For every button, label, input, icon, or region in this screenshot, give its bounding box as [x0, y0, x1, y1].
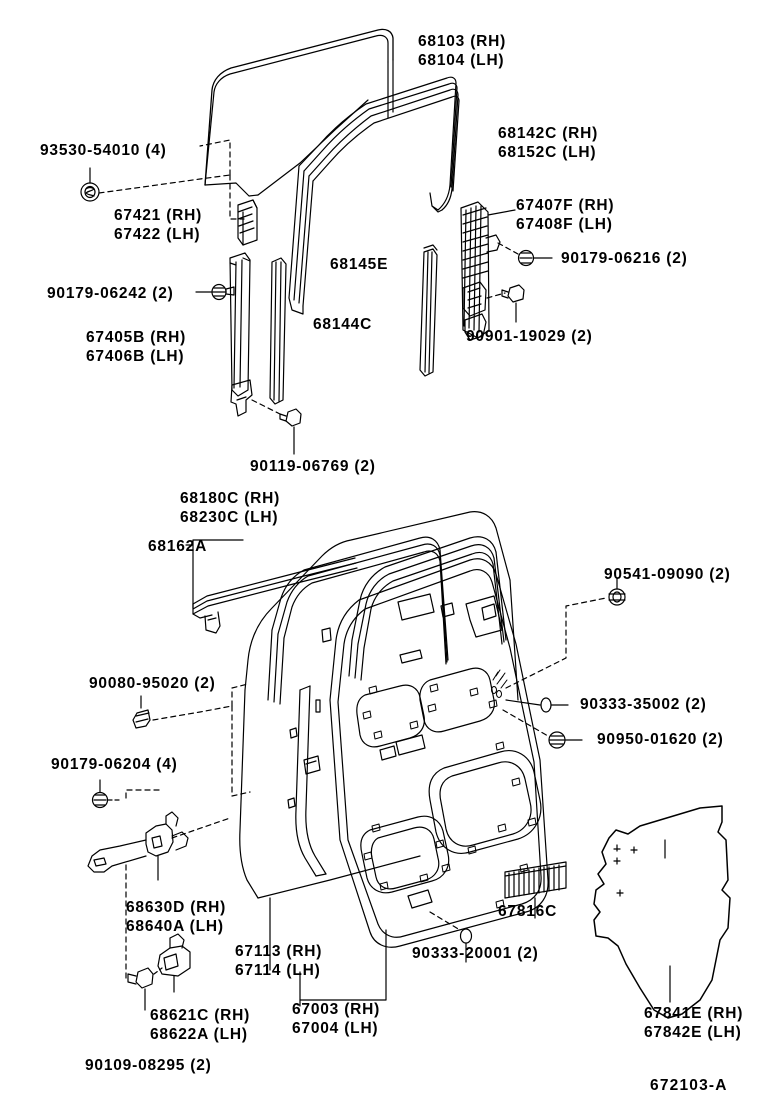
label-68640A: 68640A (LH)	[126, 918, 224, 935]
screw-90119-06769-glyph	[279, 408, 302, 455]
label-67408F: 67408F (LH)	[516, 216, 613, 233]
label-door-glass: 68103 (RH) 68104 (LH)	[418, 32, 506, 70]
label-90179-06242: 90179-06242 (2)	[47, 285, 174, 302]
door-jamb-edge	[287, 627, 332, 877]
clip-93530-glyph	[80, 167, 100, 202]
door-inner-panel	[329, 558, 549, 948]
label-division-bar: 67405B (RH) 67406B (LH)	[86, 328, 186, 366]
door-shell-outer	[239, 511, 519, 899]
belt-moulding-shape	[192, 557, 358, 634]
leader-door-check	[171, 817, 231, 839]
door-window-frame-outer	[267, 536, 449, 705]
leader-90080	[152, 705, 233, 721]
hinge-bolt-marks	[491, 669, 508, 698]
label-68162A: 68162A	[148, 538, 208, 555]
plug-90333-35002-glyph	[540, 697, 569, 713]
leader-90333-35002	[505, 699, 541, 706]
label-glass-run-weatherstrip: 68142C (RH) 68152C (LH)	[498, 124, 598, 162]
label-68630D: 68630D (RH)	[126, 899, 227, 916]
label-belt-moulding: 68180C (RH) 68230C (LH)	[180, 489, 280, 527]
glass-run-68144C-shape	[269, 257, 287, 405]
label-68230C: 68230C (LH)	[180, 509, 279, 526]
label-90080-95020: 90080-95020 (2)	[89, 675, 216, 692]
grommet-90950-01620-glyph	[548, 731, 583, 749]
label-67841E: 67841E (RH)	[644, 1005, 744, 1022]
screw-90179-06216-glyph	[517, 249, 553, 267]
leader-90333-20001	[429, 911, 461, 931]
leader-90179-06216	[497, 242, 519, 255]
door-inner-clips	[362, 683, 537, 909]
label-67114: 67114 (LH)	[235, 962, 321, 979]
plug-90080-95020-glyph	[132, 695, 151, 729]
label-68142C: 68142C (RH)	[498, 125, 599, 142]
glass-run-weatherstrip-shape	[288, 76, 460, 315]
weatherstrip-68145E-shape	[419, 244, 438, 377]
label-90179-06216: 90179-06216 (2)	[561, 250, 688, 267]
label-67842E: 67842E (LH)	[644, 1024, 742, 1041]
label-67003: 67003 (RH)	[292, 1001, 381, 1018]
label-68144C: 68144C	[313, 316, 373, 333]
screw-90179-06204-glyph	[91, 779, 161, 809]
label-door-check: 68630D (RH) 68640A (LH)	[126, 898, 226, 936]
bolt-90109-08295-glyph	[127, 967, 163, 1011]
service-hole-cover-shape	[593, 805, 731, 1019]
door-check-shape	[87, 811, 189, 881]
label-90950-01620: 90950-01620 (2)	[597, 731, 724, 748]
label-68152C: 68152C (LH)	[498, 144, 597, 161]
lower-hinge-shape	[157, 933, 191, 993]
label-67816C: 67816C	[498, 903, 558, 920]
label-90541-09090: 90541-09090 (2)	[604, 566, 731, 583]
window-regulator-shape	[460, 201, 516, 341]
label-67406B: 67406B (LH)	[86, 348, 185, 365]
leader-90119-06769	[251, 399, 281, 415]
division-bar-shape	[229, 252, 253, 417]
label-67421: 67421 (RH)	[114, 207, 203, 224]
label-68622A: 68622A (LH)	[150, 1026, 248, 1043]
screw-90179-06242-glyph	[195, 283, 235, 301]
label-90119-06769: 90119-06769 (2)	[250, 458, 376, 475]
label-door-sub-assy: 67003 (RH) 67004 (LH)	[292, 1000, 380, 1038]
label-93530-54010: 93530-54010 (4)	[40, 142, 167, 159]
leader-93530	[98, 174, 231, 194]
label-68103: 68103 (RH)	[418, 33, 507, 50]
bolt-90901-19029-glyph	[501, 284, 525, 323]
label-67113: 67113 (RH)	[235, 943, 323, 960]
label-lower-hinge: 68621C (RH) 68622A (LH)	[150, 1006, 250, 1044]
label-glass-stopper: 67421 (RH) 67422 (LH)	[114, 206, 202, 244]
label-68180C: 68180C (RH)	[180, 490, 281, 507]
label-90333-35002: 90333-35002 (2)	[580, 696, 707, 713]
label-90109-08295: 90109-08295 (2)	[85, 1057, 212, 1074]
label-service-hole-cover: 67841E (RH) 67842E (LH)	[644, 1004, 743, 1042]
door-inner-window-frame	[348, 536, 507, 681]
label-window-regulator: 67407F (RH) 67408F (LH)	[516, 196, 614, 234]
leader-90541	[505, 597, 607, 689]
label-67405B: 67405B (RH)	[86, 329, 187, 346]
label-90901-19029: 90901-19029 (2)	[466, 328, 593, 345]
leader-90901-19029	[486, 292, 506, 299]
door-glass-shape	[204, 28, 394, 197]
label-67407F: 67407F (RH)	[516, 197, 615, 214]
label-67422: 67422 (LH)	[114, 226, 201, 243]
glass-stopper-shape	[237, 199, 258, 246]
label-68621C: 68621C (RH)	[150, 1007, 251, 1024]
label-90179-06204: 90179-06204 (4)	[51, 756, 178, 773]
label-68145E: 68145E	[330, 256, 389, 273]
leader-90950	[502, 709, 549, 737]
label-67004: 67004 (LH)	[292, 1020, 379, 1037]
label-90333-20001: 90333-20001 (2)	[412, 945, 539, 962]
label-door-inner-panel: 67113 (RH) 67114 (LH)	[235, 942, 322, 980]
label-68104: 68104 (LH)	[418, 52, 505, 69]
diagram-code: 672103-A	[650, 1077, 728, 1094]
door-inner-service-holes	[356, 593, 542, 909]
